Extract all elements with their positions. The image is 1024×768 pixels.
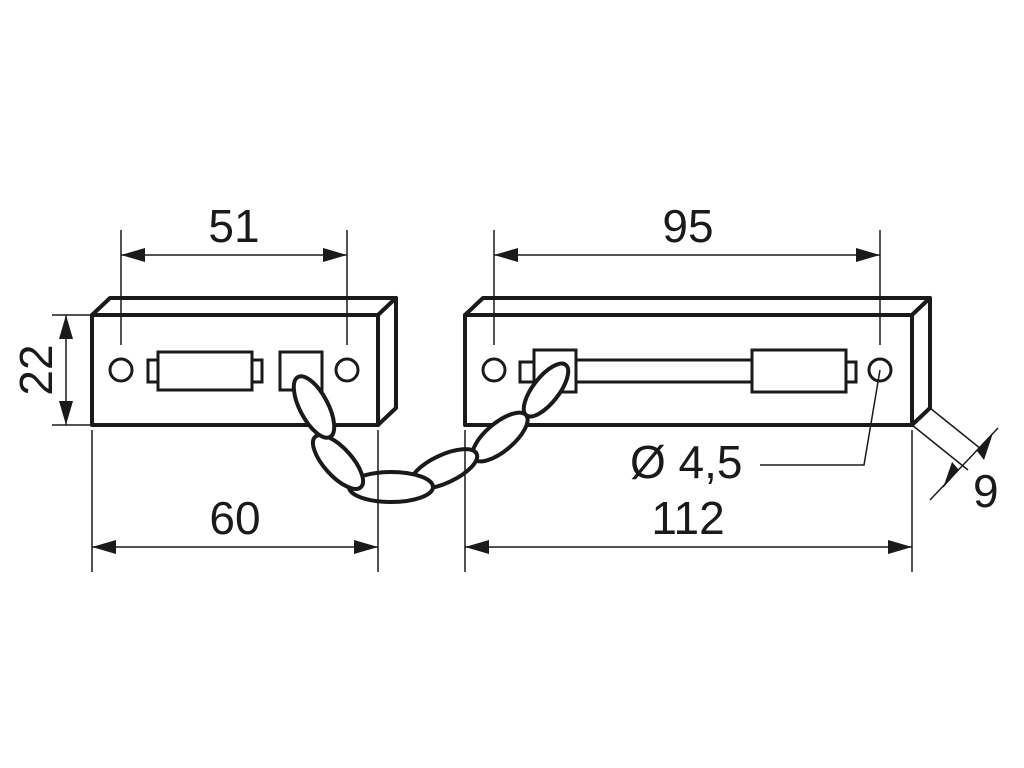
dimension-plate-height: 22 bbox=[10, 314, 92, 426]
dimension-112-label: 112 bbox=[651, 492, 724, 544]
dimension-right-plate-length: 112 bbox=[464, 430, 913, 572]
left-plate-hole-1 bbox=[108, 357, 134, 383]
left-plate bbox=[90, 296, 398, 427]
right-plate-hole-1 bbox=[481, 357, 507, 383]
left-plate-hole-2 bbox=[334, 357, 360, 383]
left-plate-slot bbox=[146, 350, 264, 392]
dimension-51-label: 51 bbox=[208, 200, 259, 252]
dimension-left-hole-spacing: 51 bbox=[120, 200, 348, 345]
right-plate-slider-rail bbox=[518, 348, 858, 394]
right-plate-hole-2 bbox=[867, 357, 893, 383]
chain bbox=[291, 361, 571, 504]
hole-diameter-label: Ø 4,5 bbox=[630, 436, 743, 488]
chain-link bbox=[310, 433, 366, 491]
dimension-60-label: 60 bbox=[209, 492, 260, 544]
dimension-right-hole-spacing: 95 bbox=[493, 200, 881, 345]
dimension-plate-depth: 9 bbox=[911, 407, 999, 517]
dimension-95-label: 95 bbox=[662, 200, 713, 252]
dimension-9-label: 9 bbox=[973, 465, 999, 517]
right-plate bbox=[463, 296, 932, 427]
dimension-hole-diameter: Ø 4,5 bbox=[630, 369, 881, 488]
dimension-left-plate-length: 60 bbox=[91, 430, 379, 572]
chain-link bbox=[291, 374, 337, 440]
dimension-22-label: 22 bbox=[10, 344, 62, 395]
